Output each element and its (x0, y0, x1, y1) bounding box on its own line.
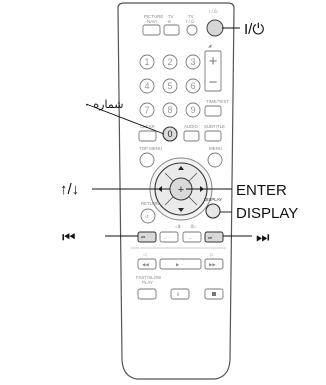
fast-forward-button[interactable] (204, 258, 224, 270)
volume-down-icon: − (209, 74, 218, 91)
pause-icon: Ⅱ (177, 292, 179, 297)
number-7-button[interactable] (139, 102, 155, 118)
dpad-up-icon[interactable] (178, 166, 184, 170)
clear-label: CLEAR (140, 124, 155, 129)
subtitle-label: SUBTITLE (204, 124, 225, 129)
volume-icon: ◢ (208, 43, 212, 48)
number-0-label: 0 (167, 129, 172, 139)
number-1-button[interactable] (139, 54, 155, 70)
number-3-label: 3 (190, 57, 195, 67)
fast-slow-button[interactable] (137, 288, 157, 300)
picture-navi-button[interactable] (142, 24, 161, 36)
menu-label: MENU (209, 146, 222, 151)
number-9-label: 9 (190, 105, 195, 115)
tv-power-button[interactable] (186, 24, 198, 36)
number-2-label: 2 (167, 57, 172, 67)
return-label: RETURN (141, 201, 159, 206)
enter-plus-icon: + (178, 184, 184, 196)
prev-button[interactable] (137, 231, 157, 243)
dpad-down-icon[interactable] (178, 208, 184, 212)
volume-rocker[interactable] (204, 50, 222, 92)
replay-button[interactable] (159, 231, 179, 243)
picture-navi-label-2: NAVI (147, 19, 157, 24)
number-6-label: 6 (190, 81, 195, 91)
rewind-button[interactable] (137, 258, 157, 270)
number-4-label: 4 (144, 81, 149, 91)
ff-label-icon: ▷ (210, 252, 214, 257)
advance-button[interactable] (182, 231, 202, 243)
advance-button-icon: ·→ (186, 235, 192, 240)
number-3-button[interactable] (185, 54, 201, 70)
number-5-label: 5 (167, 81, 172, 91)
tv-input-icon: -⊖ (166, 19, 171, 24)
top-menu-label: TOP MENU (139, 146, 162, 151)
tv-label-2: TV (188, 14, 194, 19)
clear-button[interactable] (138, 130, 157, 142)
callout-arrows: ↑/↓ (60, 181, 79, 198)
next-button[interactable] (204, 231, 224, 243)
number-5-button[interactable] (162, 78, 178, 94)
number-8-button[interactable] (162, 102, 178, 118)
next-icon: ⏭ (208, 235, 212, 240)
callout-number-zero: شماره ۰ (84, 98, 123, 111)
callout-power: I/⏻ (244, 21, 264, 38)
audio-label: AUDIO (184, 124, 198, 129)
tv-power-label: I / ⏻ (186, 19, 195, 24)
advance-icon: Ⅱ▷ (191, 224, 197, 229)
replay-button-icon: ←· (163, 235, 169, 240)
time-text-button[interactable] (204, 105, 222, 117)
display-button[interactable] (205, 203, 221, 219)
rewind-icon: ◀◀ (142, 262, 149, 267)
pause-button[interactable] (170, 288, 190, 300)
fast-slow-label: FAST/SLOW (136, 275, 162, 280)
tv-button[interactable] (163, 24, 180, 36)
return-button[interactable] (140, 208, 156, 224)
replay-icon: ◁Ⅱ (175, 224, 181, 229)
number-8-label: 8 (167, 105, 172, 115)
play-icon: ▶ · (176, 262, 182, 267)
power-button[interactable] (206, 19, 224, 37)
fast-forward-icon: ▶▶ (209, 262, 216, 267)
number-1-label: 1 (144, 57, 149, 67)
callout-line-number-zero (85, 103, 165, 135)
number-6-button[interactable] (185, 78, 201, 94)
number-7-label: 7 (144, 105, 149, 115)
volume-up-icon: + (209, 53, 218, 70)
play-button[interactable] (159, 258, 202, 270)
callout-display: DISPLAY (236, 205, 298, 222)
rew-label-icon: ◁ (143, 252, 147, 257)
callout-enter: ENTER (236, 182, 287, 199)
audio-button[interactable] (183, 130, 200, 142)
top-menu-button[interactable] (139, 152, 155, 168)
stop-icon (212, 292, 216, 296)
menu-button[interactable] (207, 152, 223, 168)
number-4-button[interactable] (139, 78, 155, 94)
number-2-button[interactable] (162, 54, 178, 70)
prev-icon: ⏮ (141, 235, 145, 240)
callout-prev: ⏮ (62, 229, 76, 246)
return-icon: ↺ (145, 214, 149, 219)
subtitle-button[interactable] (204, 130, 222, 142)
callout-next: ⏭ (256, 229, 270, 246)
number-9-button[interactable] (185, 102, 201, 118)
tv-label: TV (168, 14, 174, 19)
power-label: I / ⏻ (209, 9, 218, 14)
picture-navi-label: PICTURE (144, 14, 163, 19)
time-text-label: TIME/TEXT (206, 99, 229, 104)
fast-slow-label-2: PLAY (142, 280, 153, 285)
display-label: DISPLAY (204, 197, 222, 202)
